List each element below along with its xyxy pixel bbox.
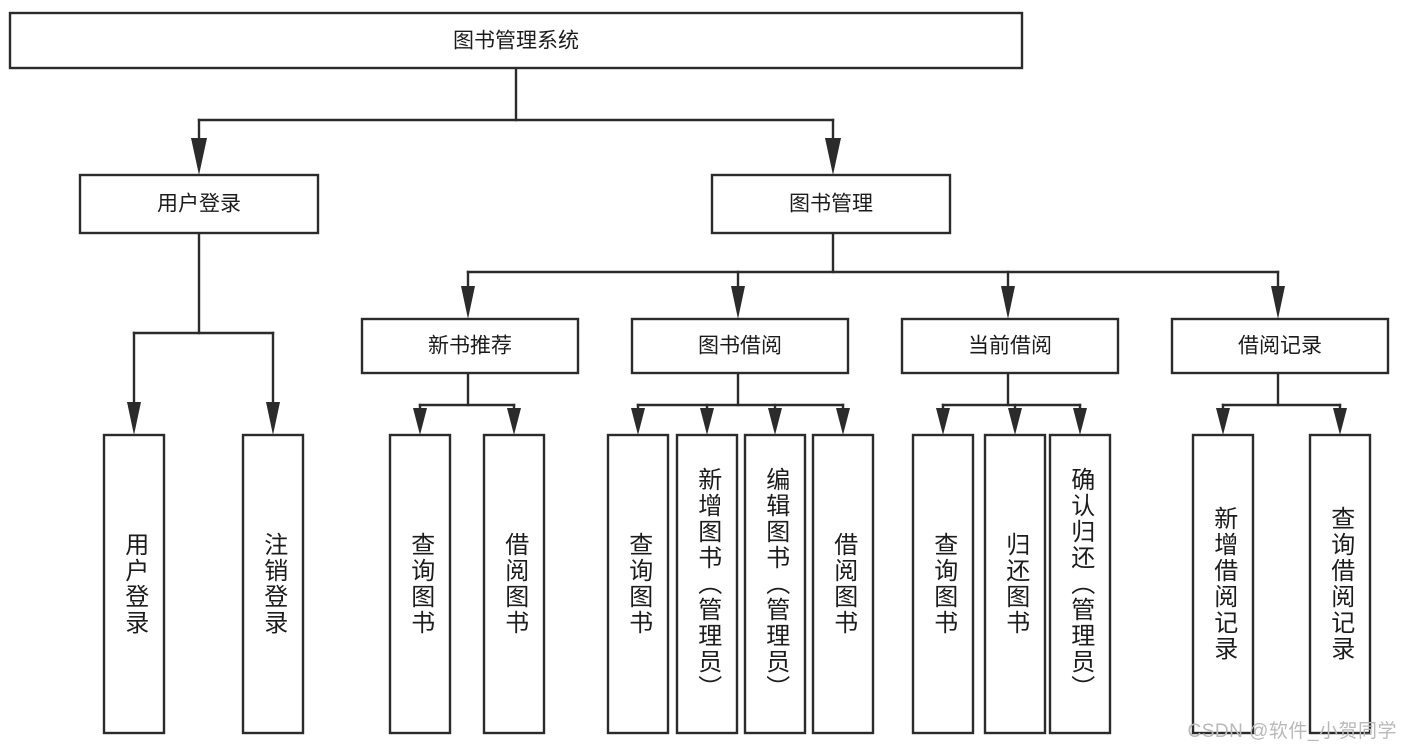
arrow-head-new-books xyxy=(461,286,475,319)
arrow-head-login-leaf xyxy=(127,402,141,435)
arrow-head-current-return xyxy=(1008,408,1022,435)
leaf-box-user-login[interactable] xyxy=(102,433,166,735)
leaf-box-borrow-books-newbooks[interactable] xyxy=(482,433,546,735)
node-new-book-recommend-box[interactable] xyxy=(360,317,580,375)
arrow-head-current xyxy=(1001,286,1015,319)
node-current-borrow-label: 当前借阅 xyxy=(968,335,1052,358)
edge-group-current xyxy=(936,371,1087,435)
node-current-borrow-box[interactable] xyxy=(900,317,1120,375)
leaf-label-user-login: 用户登录 xyxy=(120,532,148,636)
leaf-box-borrow-books[interactable] xyxy=(811,433,875,735)
node-root-box[interactable] xyxy=(8,11,1024,70)
leaf-box-query-books-borrow[interactable] xyxy=(606,433,670,735)
arrow-head-book-mgmt xyxy=(825,138,841,175)
arrow-head-newbooks-query xyxy=(413,408,427,435)
arrow-head-newbooks-borrow xyxy=(507,408,521,435)
arrow-head-borrow-edit xyxy=(768,408,782,435)
leaf-label-borrow-books-newbooks: 借阅图书 xyxy=(500,532,528,636)
node-borrow-records-box[interactable] xyxy=(1170,317,1390,375)
arrow-head-records xyxy=(1271,286,1285,319)
leaf-label-add-book-admin: 新增图书（管理员） xyxy=(693,467,721,701)
leaf-box-query-books-current[interactable] xyxy=(911,433,975,735)
edge-group-records xyxy=(1216,371,1347,435)
node-user-login-label: 用户登录 xyxy=(157,193,241,216)
node-new-book-recommend[interactable]: 新书推荐 xyxy=(360,317,580,375)
leaf-label-query-books-current: 查询图书 xyxy=(929,532,957,636)
leaf-boxes xyxy=(102,433,1372,735)
node-user-login[interactable]: 用户登录 xyxy=(78,173,320,235)
node-book-management[interactable]: 图书管理 xyxy=(710,173,952,235)
leaf-label-edit-book-admin: 编辑图书（管理员） xyxy=(761,467,789,701)
arrow-head-records-add xyxy=(1216,408,1230,435)
node-book-borrow-box[interactable] xyxy=(630,317,850,375)
leaf-label-query-borrow-record: 查询借阅记录 xyxy=(1326,506,1354,662)
leaf-box-query-books-newbooks[interactable] xyxy=(388,433,452,735)
arrow-head-records-query xyxy=(1333,408,1347,435)
leaf-box-edit-book-admin[interactable] xyxy=(743,433,807,735)
arrow-head-borrow-query xyxy=(631,408,645,435)
node-borrow-records[interactable]: 借阅记录 xyxy=(1170,317,1390,375)
edge-group-user-login xyxy=(127,231,280,435)
node-book-management-box[interactable] xyxy=(710,173,952,235)
leaf-label-borrow-books: 借阅图书 xyxy=(829,532,857,636)
node-root-label: 图书管理系统 xyxy=(453,30,579,53)
leaf-label-return-books: 归还图书 xyxy=(1001,532,1029,636)
edge-group-borrow xyxy=(631,371,850,435)
leaf-label-query-books-borrow: 查询图书 xyxy=(624,532,652,636)
arrow-head-borrow-lend xyxy=(836,408,850,435)
arrow-head-current-confirm xyxy=(1073,408,1087,435)
leaf-box-return-books[interactable] xyxy=(983,433,1047,735)
leaf-label-add-borrow-record: 新增借阅记录 xyxy=(1209,506,1237,662)
node-borrow-records-label: 借阅记录 xyxy=(1238,335,1322,358)
leaf-label-confirm-return-admin: 确认归还（管理员） xyxy=(1066,467,1094,701)
node-current-borrow[interactable]: 当前借阅 xyxy=(900,317,1120,375)
node-book-borrow-label: 图书借阅 xyxy=(698,335,782,358)
leaf-label-query-books-newbooks: 查询图书 xyxy=(406,532,434,636)
arrow-head-logout-leaf xyxy=(266,402,280,435)
arrow-head-current-query xyxy=(936,408,950,435)
node-root[interactable]: 图书管理系统 xyxy=(8,11,1024,70)
edge-group-book-mgmt xyxy=(461,231,1285,319)
node-new-book-recommend-label: 新书推荐 xyxy=(428,335,512,358)
edge-group-new-books xyxy=(413,371,521,435)
arrow-head-borrow-add xyxy=(700,408,714,435)
leaf-box-add-book-admin[interactable] xyxy=(675,433,739,735)
arrow-head-borrow xyxy=(731,286,745,319)
leaf-label-logout: 注销登录 xyxy=(259,532,287,636)
node-book-borrow[interactable]: 图书借阅 xyxy=(630,317,850,375)
node-book-management-label: 图书管理 xyxy=(789,193,873,216)
leaf-box-query-borrow-record[interactable] xyxy=(1308,433,1372,735)
leaf-box-add-borrow-record[interactable] xyxy=(1191,433,1255,735)
node-user-login-box[interactable] xyxy=(78,173,320,235)
leaf-box-logout[interactable] xyxy=(241,433,305,735)
arrow-head-user-login xyxy=(191,138,207,175)
edge-group-root xyxy=(191,66,841,175)
leaf-box-confirm-return-admin[interactable] xyxy=(1048,433,1112,735)
